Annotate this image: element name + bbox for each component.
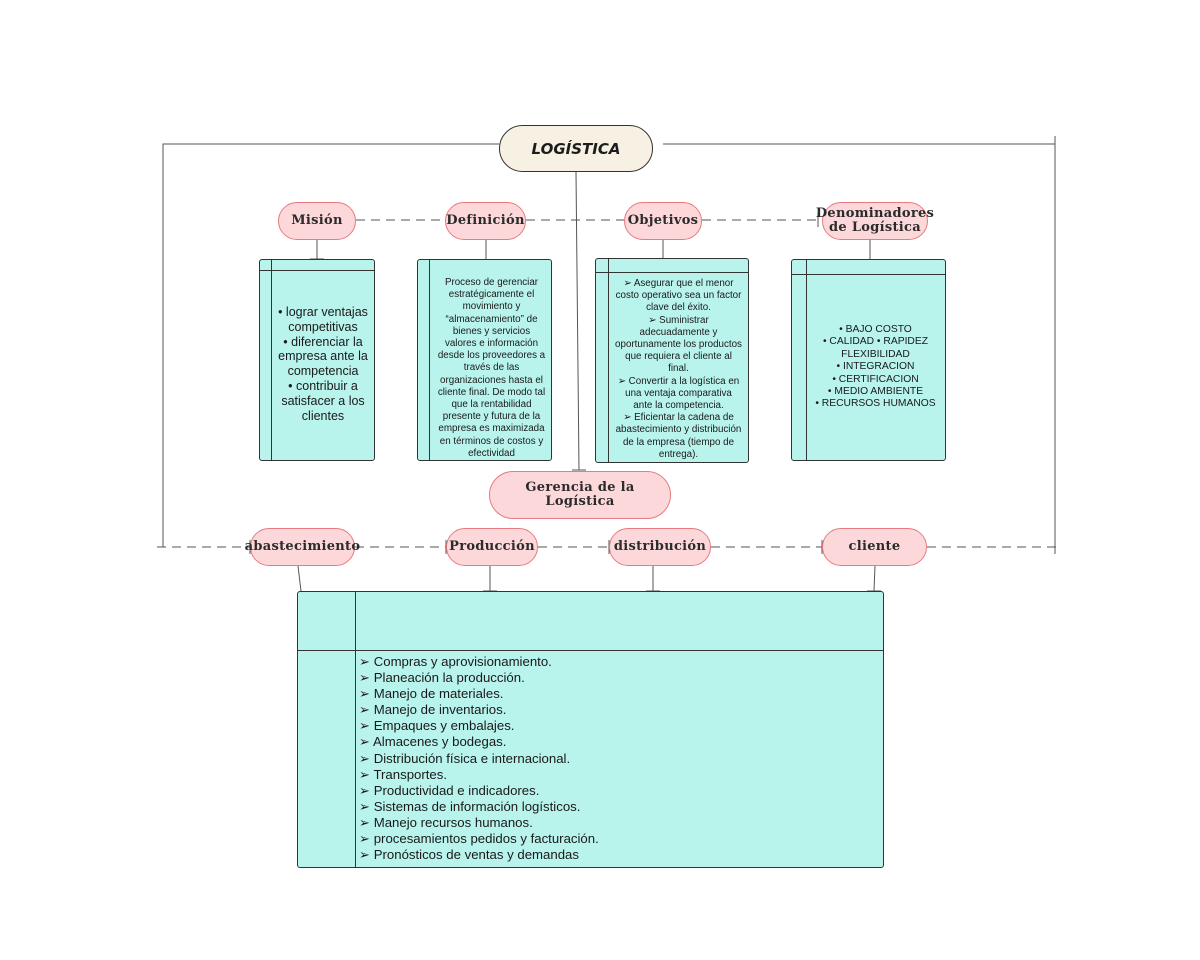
- list-item: ➢ Pronósticos de ventas y demandas: [359, 847, 579, 863]
- card-activities: ➢ Compras y aprovisionamiento. ➢ Planeac…: [297, 591, 884, 868]
- node-definicion: Definición: [445, 202, 526, 240]
- card-definicion: Proceso de gerenciar estratégicamente el…: [417, 259, 552, 461]
- node-cliente-label: cliente: [848, 539, 901, 554]
- node-mision-label: Misión: [291, 213, 343, 228]
- node-distribucion-label: distribución: [613, 539, 707, 554]
- list-item: ➢ Manejo de inventarios.: [359, 702, 507, 718]
- node-gerencia: Gerencia de la Logística: [489, 471, 671, 519]
- node-objetivos-label: Objetivos: [627, 213, 699, 228]
- node-objetivos: Objetivos: [624, 202, 702, 240]
- node-denominadores-label: Denominadores de Logística: [815, 206, 935, 235]
- root-node-logistica: LOGÍSTICA: [499, 125, 653, 172]
- node-produccion-label: Producción: [449, 539, 535, 554]
- card-objetivos: ➢ Asegurar que el menor costo operativo …: [595, 258, 749, 463]
- list-item: ➢ procesamientos pedidos y facturación.: [359, 831, 599, 847]
- root-title: LOGÍSTICA: [531, 139, 621, 158]
- list-item: ➢ Planeación la producción.: [359, 670, 525, 686]
- list-item: ➢ Empaques y embalajes.: [359, 718, 515, 734]
- card-mision: • lograr ventajas competitivas • diferen…: [259, 259, 375, 461]
- card-objetivos-text: ➢ Asegurar que el menor costo operativo …: [615, 278, 742, 460]
- card-mision-text: • lograr ventajas competitivas • diferen…: [278, 305, 368, 423]
- card-denominadores: • BAJO COSTO • CALIDAD • RAPIDEZ FLEXIBI…: [791, 259, 946, 461]
- card-definicion-text: Proceso de gerenciar estratégicamente el…: [437, 277, 546, 459]
- list-item: ➢ Compras y aprovisionamiento.: [359, 654, 552, 669]
- list-item: ➢ Transportes.: [359, 766, 448, 782]
- list-item: ➢ Almacenes y bodegas.: [359, 734, 507, 750]
- node-cliente: cliente: [822, 528, 927, 566]
- node-abastecimiento: abastecimiento: [245, 528, 360, 566]
- node-definicion-label: Definición: [446, 213, 525, 228]
- node-mision: Misión: [278, 202, 356, 240]
- list-item: ➢ Productividad e indicadores.: [359, 782, 540, 798]
- node-produccion: Producción: [446, 528, 538, 566]
- node-abastecimiento-label: abastecimiento: [244, 539, 361, 554]
- card-denominadores-text: • BAJO COSTO • CALIDAD • RAPIDEZ FLEXIBI…: [815, 324, 936, 410]
- activities-list: ➢ Compras y aprovisionamiento. ➢ Planeac…: [359, 654, 599, 863]
- list-item: ➢ Sistemas de información logísticos.: [359, 798, 581, 814]
- node-denominadores: Denominadores de Logística: [816, 202, 934, 240]
- node-distribucion: distribución: [609, 528, 711, 566]
- list-item: ➢ Manejo recursos humanos.: [359, 814, 533, 830]
- node-gerencia-label: Gerencia de la Logística: [525, 480, 635, 509]
- list-item: ➢ Manejo de materiales.: [359, 686, 504, 702]
- list-item: ➢ Distribución física e internacional.: [359, 750, 571, 766]
